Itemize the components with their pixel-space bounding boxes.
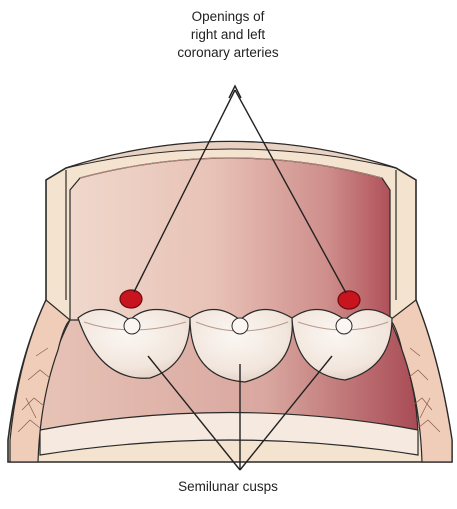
left-coronary-opening: [120, 290, 142, 308]
coronary-openings-label: Openings of right and left coronary arte…: [128, 8, 328, 62]
coronary-label-line-1: Openings of: [128, 8, 328, 26]
coronary-label-line-2: right and left: [128, 26, 328, 44]
coronary-arrow-tip: [229, 86, 241, 98]
right-coronary-opening: [338, 291, 360, 309]
nodule-right: [336, 318, 352, 334]
coronary-label-line-3: coronary arteries: [128, 44, 328, 62]
nodule-middle: [232, 318, 248, 334]
semilunar-cusps-label: Semilunar cusps: [128, 478, 328, 496]
nodule-left: [124, 318, 140, 334]
